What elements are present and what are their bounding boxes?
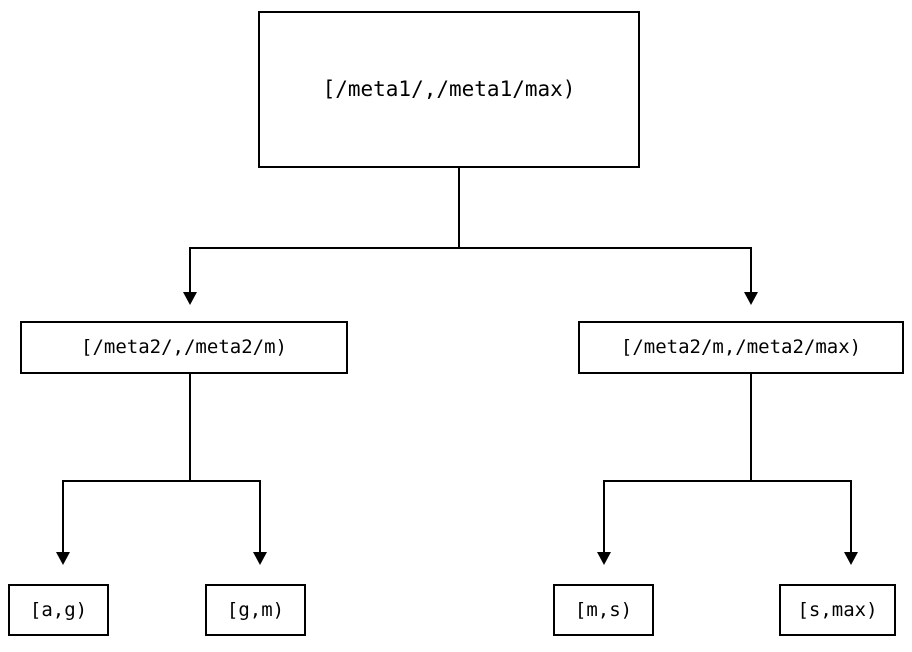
node-leaf-g-m-label: [g,m) — [226, 598, 285, 621]
node-level2-left-label: [/meta2/,/meta2/m) — [81, 336, 287, 358]
edge-right-stem — [750, 374, 752, 482]
arrowhead-to-leaf-g-m — [253, 552, 267, 565]
node-level2-right-label: [/meta2/m,/meta2/max) — [620, 336, 862, 358]
edge-root-stem — [458, 168, 460, 249]
edge-right-to-leaf3-drop — [603, 480, 605, 552]
node-root[interactable]: [/meta1/,/meta1/max) — [258, 11, 640, 168]
arrowhead-root-to-left — [183, 292, 197, 305]
node-leaf-m-s[interactable]: [m,s) — [553, 584, 654, 636]
edge-root-crossbar — [189, 247, 752, 249]
node-level2-left[interactable]: [/meta2/,/meta2/m) — [20, 321, 348, 374]
arrowhead-to-leaf-s-max — [844, 552, 858, 565]
node-leaf-s-max[interactable]: [s,max) — [779, 584, 896, 636]
node-leaf-a-g[interactable]: [a,g) — [8, 584, 109, 636]
edge-right-to-leaf4-drop — [850, 480, 852, 552]
edge-left-to-leaf2-drop — [259, 480, 261, 552]
node-root-label: [/meta1/,/meta1/max) — [322, 77, 576, 101]
edge-left-to-leaf1-drop — [62, 480, 64, 552]
edge-root-to-right-drop — [750, 247, 752, 292]
edge-root-to-left-drop — [189, 247, 191, 292]
node-leaf-m-s-label: [m,s) — [574, 598, 633, 621]
arrowhead-to-leaf-m-s — [597, 552, 611, 565]
node-level2-right[interactable]: [/meta2/m,/meta2/max) — [578, 321, 904, 374]
node-leaf-s-max-label: [s,max) — [797, 598, 878, 621]
edge-left-stem — [189, 374, 191, 482]
node-leaf-g-m[interactable]: [g,m) — [205, 584, 306, 636]
edge-left-crossbar — [62, 480, 261, 482]
node-leaf-a-g-label: [a,g) — [29, 598, 88, 621]
arrowhead-to-leaf-a-g — [56, 552, 70, 565]
edge-right-crossbar — [603, 480, 852, 482]
arrowhead-root-to-right — [744, 292, 758, 305]
